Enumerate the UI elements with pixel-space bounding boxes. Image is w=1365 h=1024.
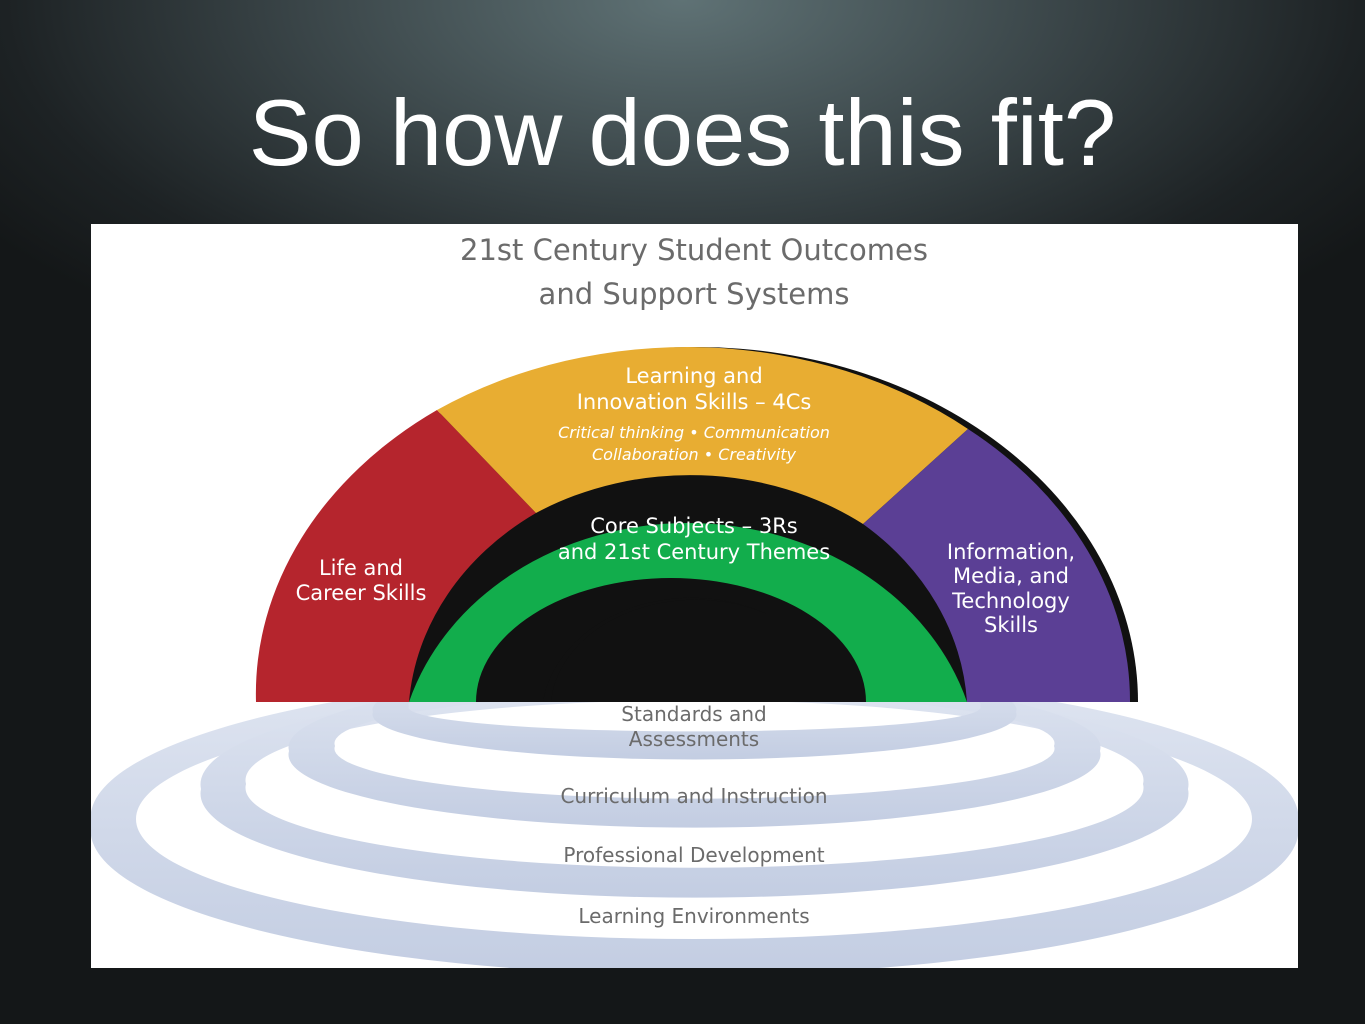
core-subjects-label-2: and 21st Century Themes [558, 540, 830, 564]
professional-development-label: Professional Development [563, 843, 824, 867]
information-media-label-4: Skills [984, 613, 1038, 637]
learning-innovation-sub-1: Critical thinking • Communication [558, 423, 830, 442]
arch-inner-shadow [543, 597, 767, 702]
learning-innovation-label-1: Learning and [625, 364, 762, 388]
life-career-label-2: Career Skills [296, 581, 427, 605]
diagram-heading-line-1: 21st Century Student Outcomes [460, 233, 928, 267]
segment-information-media [863, 429, 1131, 702]
slide-title: So how does this fit? [248, 80, 1117, 185]
diagram-canvas: 21st Century Student Outcomes and Suppor… [91, 233, 1298, 968]
standards-assessments-label-1: Standards and [621, 702, 766, 726]
curriculum-instruction-label: Curriculum and Instruction [560, 784, 827, 808]
standards-assessments-label-2: Assessments [629, 727, 759, 751]
diagram-heading-line-2: and Support Systems [539, 277, 850, 311]
information-media-label-1: Information, [947, 540, 1075, 564]
core-subjects-label-1: Core Subjects – 3Rs [590, 514, 797, 538]
ring-standards-assessments [372, 664, 1017, 760]
learning-environments-label: Learning Environments [578, 904, 809, 928]
information-media-label-2: Media, and [953, 564, 1069, 588]
life-career-label-1: Life and [319, 556, 403, 580]
learning-innovation-label-2: Innovation Skills – 4Cs [577, 390, 812, 414]
information-media-label-3: Technology [951, 589, 1070, 613]
support-rings [91, 664, 1298, 968]
support-systems-diagram: 21st Century Student Outcomes and Suppor… [91, 224, 1298, 968]
outer-arch [255, 347, 1131, 702]
segment-life-career [255, 410, 536, 702]
learning-innovation-sub-2: Collaboration • Creativity [592, 445, 797, 464]
segment-learning-innovation [437, 347, 968, 524]
segment-core-subjects [409, 523, 967, 702]
